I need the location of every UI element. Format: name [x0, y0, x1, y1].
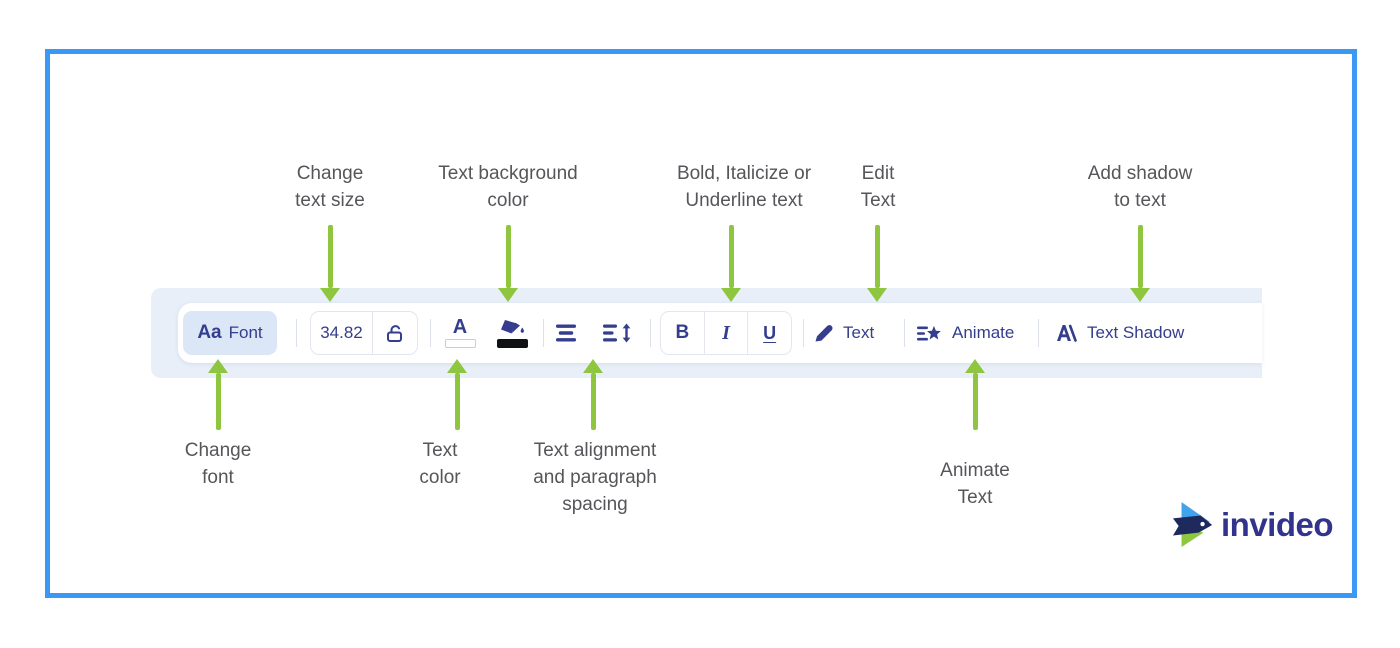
animate-label: Animate	[952, 323, 1015, 342]
annotation-add-shadow: Add shadow to text	[1087, 163, 1193, 211]
underline-icon: U	[763, 322, 777, 343]
annotation-bold-italicize-underline: Bold, Italicize or Underline text	[676, 163, 812, 211]
arrow-to-text-shadow	[1130, 225, 1150, 302]
arrow-to-biu	[721, 225, 741, 302]
arrow-to-edit-text	[867, 225, 887, 302]
toolbar-divider	[904, 319, 905, 347]
toolbar-divider	[1038, 319, 1039, 347]
text-color-button[interactable]: A	[440, 312, 480, 354]
arrow-to-alignment	[583, 359, 603, 430]
pencil-icon	[814, 323, 834, 343]
text-shadow-button[interactable]: Text Shadow	[1054, 303, 1184, 363]
arrow-to-text-size	[320, 225, 340, 302]
text-color-swatch	[444, 339, 476, 348]
annotation-change-text-size: Change text size	[295, 163, 365, 211]
annotation-text-color: Text color	[419, 440, 461, 488]
text-alignment-button[interactable]	[550, 303, 582, 363]
paint-bucket-icon	[499, 319, 526, 336]
text-background-swatch	[496, 338, 528, 348]
text-formatting-toolbar: Aa Font 34.82 A	[178, 303, 1262, 363]
arrow-to-animate	[965, 359, 985, 430]
font-button[interactable]: Aa Font	[183, 311, 277, 355]
text-shadow-label: Text Shadow	[1087, 323, 1185, 342]
paragraph-spacing-button[interactable]	[598, 303, 638, 363]
annotation-alignment-spacing: Text alignment and paragraph spacing	[533, 440, 657, 515]
size-lock-button[interactable]	[373, 312, 417, 354]
toolbar-divider	[296, 319, 297, 347]
font-button-label: Font	[228, 323, 263, 342]
text-color-icon: A	[452, 316, 468, 338]
arrow-to-text-color	[447, 359, 467, 430]
edit-text-button[interactable]: Text	[814, 303, 874, 363]
arrow-to-font	[208, 359, 228, 430]
animate-star-icon	[916, 324, 943, 343]
open-lock-icon	[384, 322, 407, 345]
toolbar-divider	[803, 319, 804, 347]
text-background-color-button[interactable]	[490, 312, 534, 354]
annotation-animate-text: Animate Text	[940, 460, 1010, 508]
annotation-text-background-color: Text background color	[438, 163, 578, 211]
align-center-icon	[555, 323, 577, 343]
paragraph-spacing-icon	[602, 323, 634, 343]
toolbar-divider	[430, 319, 431, 347]
bold-icon: B	[675, 322, 690, 343]
bold-button[interactable]: B	[661, 312, 704, 354]
font-size-group: 34.82	[310, 311, 418, 355]
blue-frame-border	[45, 49, 1357, 598]
toolbar-divider	[543, 319, 544, 347]
invideo-logo-icon	[1172, 501, 1214, 549]
italic-icon: I	[722, 321, 730, 344]
biu-divider	[747, 312, 749, 354]
toolbar-divider	[650, 319, 651, 347]
annotation-edit-text: Edit Text	[860, 163, 896, 211]
font-size-input[interactable]: 34.82	[320, 323, 363, 342]
arrow-to-background-color	[498, 225, 518, 302]
annotation-change-font: Change font	[184, 440, 252, 488]
invideo-logo: invideo	[1172, 501, 1334, 549]
size-group-divider	[372, 312, 373, 354]
bold-italic-underline-group: B I U	[660, 311, 792, 355]
invideo-wordmark: invideo	[1221, 506, 1334, 543]
italic-button[interactable]: I	[705, 312, 748, 354]
text-shadow-icon	[1054, 323, 1078, 343]
animate-button[interactable]: Animate	[916, 303, 1014, 363]
edit-text-label: Text	[843, 323, 875, 342]
biu-divider	[703, 312, 705, 354]
font-aa-icon: Aa	[197, 322, 222, 343]
underline-button[interactable]: U	[748, 312, 791, 354]
